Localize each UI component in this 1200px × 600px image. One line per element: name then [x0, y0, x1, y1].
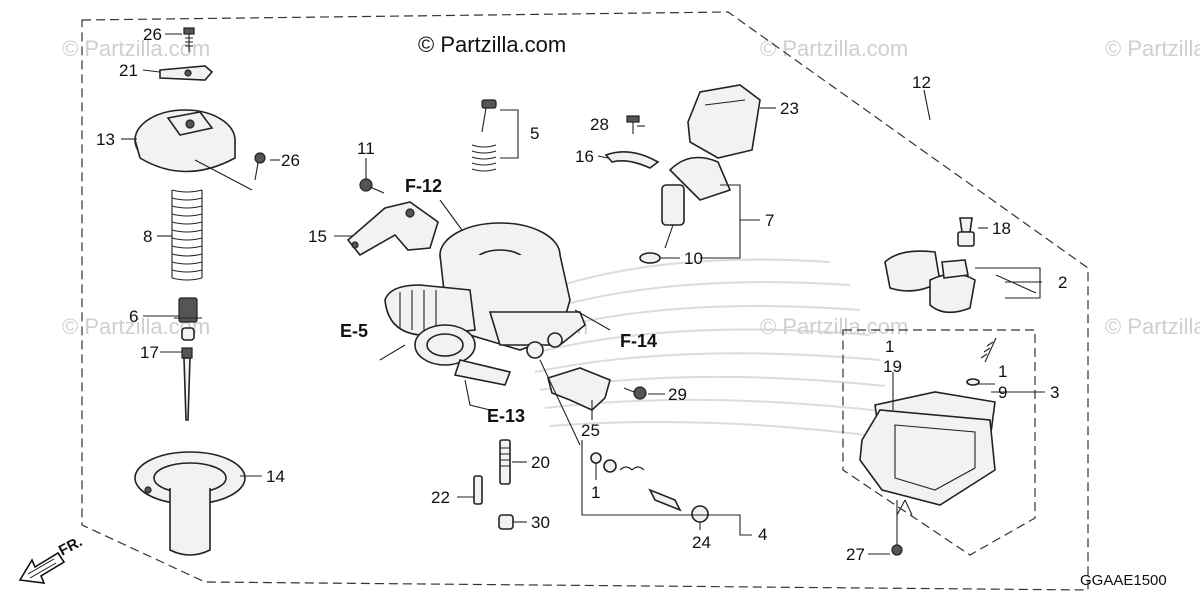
clamp-16[interactable] [604, 150, 660, 169]
label-10: 10 [684, 249, 703, 268]
bolt-29[interactable] [623, 386, 647, 400]
label-28: 28 [590, 115, 609, 134]
pilot-screw-set-4[interactable] [590, 452, 709, 523]
label-30: 30 [531, 513, 550, 532]
screw-11[interactable] [359, 178, 385, 194]
diaphragm-14[interactable] [134, 451, 246, 556]
label-20: 20 [531, 453, 550, 472]
jet-20[interactable] [499, 439, 511, 485]
float-2[interactable] [884, 250, 1037, 314]
ref-f12[interactable]: F-12 [405, 176, 442, 196]
label-6: 6 [129, 307, 138, 326]
label-25: 25 [581, 421, 600, 440]
screw-spring-5[interactable] [471, 99, 497, 172]
diagram-code: GGAAE1500 [1080, 572, 1167, 589]
ref-f14[interactable]: F-14 [620, 331, 657, 351]
label-24: 24 [692, 533, 711, 552]
label-19: 19 [883, 357, 902, 376]
assembly-outline [81, 11, 1089, 591]
label-1-chamber: 1 [885, 337, 894, 356]
top-cover-13[interactable] [134, 109, 236, 173]
screw-27[interactable] [891, 500, 903, 556]
label-9: 9 [998, 383, 1007, 402]
label-21: 21 [119, 61, 138, 80]
label-3: 3 [1050, 383, 1059, 402]
label-15: 15 [308, 227, 327, 246]
carburetor-body[interactable] [384, 222, 586, 386]
label-2: 2 [1058, 273, 1067, 292]
cap-23[interactable] [687, 84, 761, 159]
jet-30[interactable] [498, 514, 514, 530]
bracket-hole [405, 208, 415, 218]
starter-assembly-7[interactable] [661, 156, 732, 249]
screw-9[interactable] [966, 337, 997, 386]
screw-26-right[interactable] [254, 152, 266, 181]
screw-28[interactable] [626, 115, 640, 134]
brand-credit: © Partzilla.com [418, 32, 566, 57]
float-valve-18[interactable] [957, 217, 975, 247]
front-direction-indicator: FR. [18, 533, 85, 584]
watermark-text: © Partzilla.com [62, 36, 210, 61]
label-1-pilot: 1 [591, 483, 600, 502]
bracket-25[interactable] [547, 367, 611, 411]
label-13: 13 [96, 130, 115, 149]
float-chamber-3[interactable] [859, 391, 996, 506]
label-12: 12 [912, 73, 931, 92]
label-29: 29 [668, 385, 687, 404]
spring-8[interactable] [171, 189, 203, 281]
label-17: 17 [140, 343, 159, 362]
jet-22[interactable] [473, 475, 483, 505]
front-arrow-icon [18, 551, 66, 584]
label-26-top: 26 [143, 25, 162, 44]
label-16: 16 [575, 147, 594, 166]
screw-26-top[interactable] [183, 27, 195, 52]
label-22: 22 [431, 488, 450, 507]
reference-labels: F-12 F-14 E-5 E-13 [340, 176, 657, 426]
label-14: 14 [266, 467, 285, 486]
ref-e13[interactable]: E-13 [487, 406, 525, 426]
label-4: 4 [758, 525, 767, 544]
bracket-hole [351, 241, 359, 249]
label-23: 23 [780, 99, 799, 118]
watermark-text: © Partzilla.com [760, 36, 908, 61]
bracket-15[interactable] [346, 201, 439, 257]
label-8: 8 [143, 227, 152, 246]
label-26-right: 26 [281, 151, 300, 170]
label-1-screw: 1 [998, 362, 1007, 381]
part-number-labels: 26 21 13 26 8 6 17 14 11 15 5 28 16 23 7… [96, 25, 1067, 564]
label-5: 5 [530, 124, 539, 143]
label-18: 18 [992, 219, 1011, 238]
label-27: 27 [846, 545, 865, 564]
needle-holder-6[interactable] [174, 297, 202, 323]
wing-emblem-watermark [519, 258, 891, 439]
watermark-text: © Partzilla.com [760, 314, 908, 339]
label-7: 7 [765, 211, 774, 230]
jet-needle-17[interactable] [181, 347, 193, 421]
watermark-text: © Partzilla.com [1105, 314, 1200, 339]
ref-e5[interactable]: E-5 [340, 321, 368, 341]
label-11: 11 [357, 139, 375, 158]
needle-clip [181, 327, 195, 341]
float-chamber-outline [842, 329, 1036, 556]
o-ring-10[interactable] [639, 252, 661, 264]
watermark-text: © Partzilla.com [1105, 36, 1200, 61]
plate-hole [184, 69, 192, 77]
leader-lines [121, 33, 1045, 555]
